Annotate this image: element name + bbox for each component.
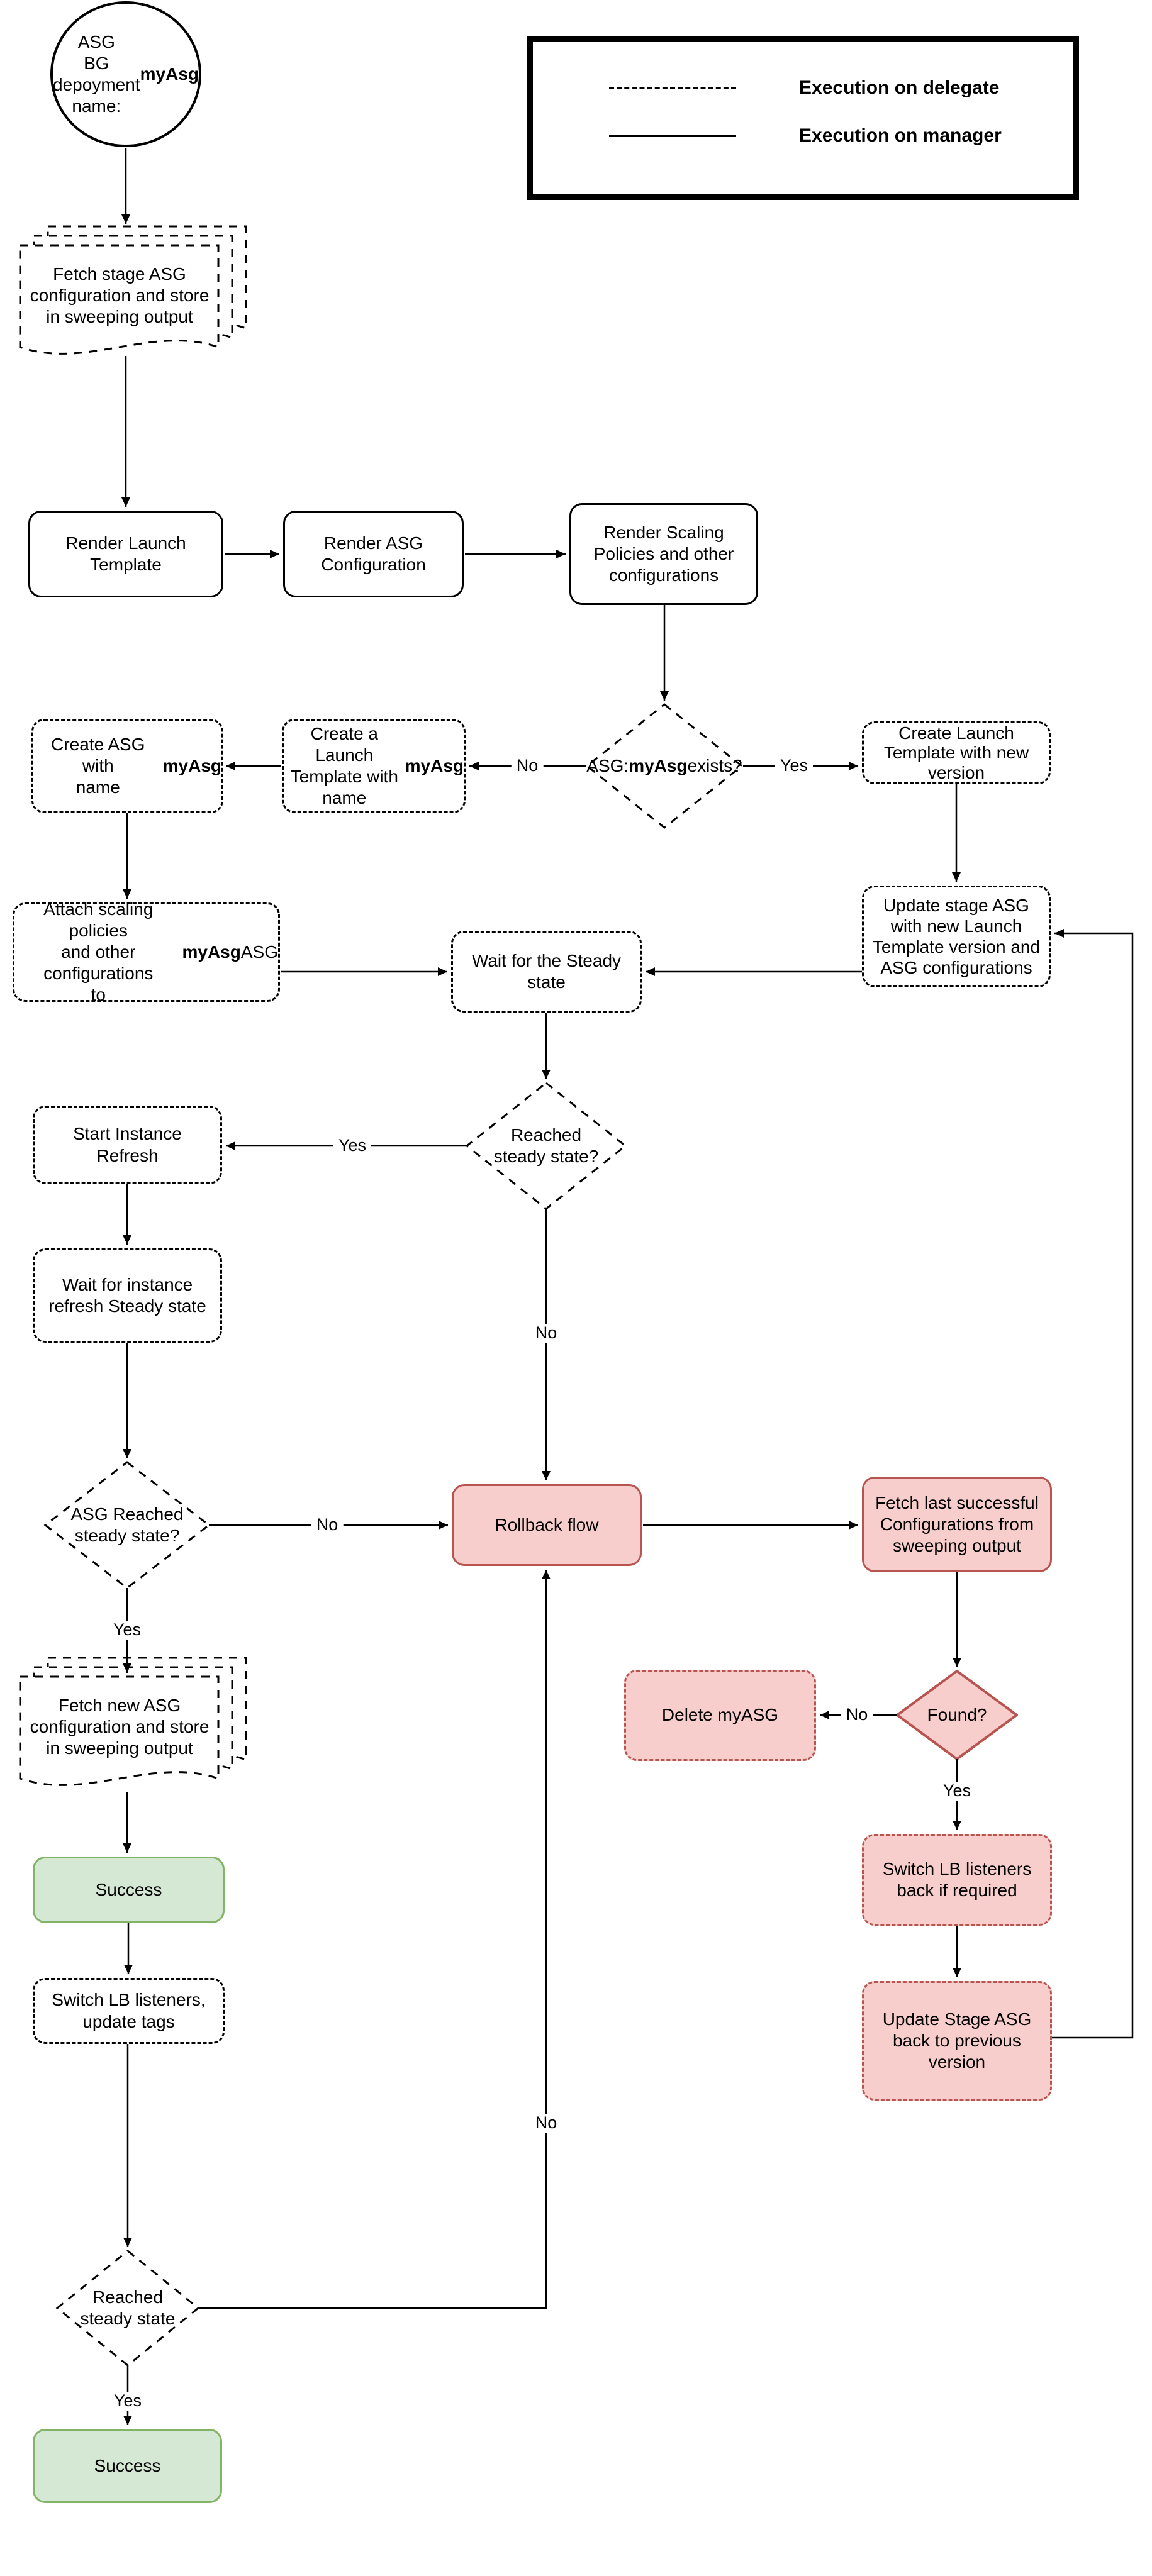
- node-fetch-stage-doc-label: Fetch stage ASG configuration and store …: [30, 264, 210, 327]
- edge-label-final-steady-no: No: [530, 2113, 562, 2133]
- node-success-switch: Success: [33, 1857, 225, 1923]
- node-start-instance-refresh: Start Instance Refresh: [33, 1106, 222, 1184]
- edge-label-found-no: No: [841, 1705, 873, 1724]
- edge-label-asg-reached-yes: Yes: [108, 1620, 147, 1640]
- legend: Execution on delegate Execution on manag…: [527, 36, 1079, 200]
- edge-label-final-steady-yes: Yes: [108, 2391, 147, 2411]
- edge-label-asg-exists-yes: Yes: [775, 756, 814, 775]
- node-create-launch-template-new: Create Launch Template with new version: [862, 721, 1051, 784]
- node-render-asg-configuration: Render ASG Configuration: [283, 511, 464, 597]
- legend-label-delegate: Execution on delegate: [799, 77, 1000, 98]
- legend-dashed-line-sample: [609, 87, 736, 89]
- edge-final-steady-no-rollback: [198, 1570, 551, 2309]
- node-attach-scaling-policies: Attach scaling policies and other config…: [13, 899, 280, 1004]
- legend-label-manager: Execution on manager: [799, 125, 1002, 146]
- node-found-label: Found?: [927, 1704, 987, 1724]
- document-fetch-stage-shape: [19, 225, 247, 355]
- decision-asg-exists-shape: [585, 703, 744, 829]
- node-update-stage-asg: Update stage ASG with new Launch Templat…: [862, 886, 1051, 987]
- node-reached-steady-label: Reached steady state?: [493, 1124, 599, 1166]
- legend-solid-line-sample: [609, 135, 736, 137]
- edge-label-asg-exists-no: No: [511, 756, 544, 775]
- edge-label-found-yes: Yes: [937, 1781, 976, 1801]
- edge-label-reached-steady-no: No: [530, 1323, 562, 1343]
- decision-asg-reached-steady-shape: [43, 1461, 211, 1589]
- node-final-steady-label: Reached steady state: [80, 2287, 176, 2328]
- node-update-stage-asg-back: Update Stage ASG back to previous versio…: [862, 1981, 1052, 2101]
- node-rollback-flow: Rollback flow: [452, 1484, 642, 1566]
- node-wait-for-steady-state: Wait for the Steady state: [451, 931, 642, 1013]
- node-asg-reached-steady-label: ASG Reached steady state?: [70, 1504, 184, 1545]
- document-fetch-new-shape: [19, 1657, 247, 1786]
- node-fetch-last-successful: Fetch last successful Configurations fro…: [862, 1477, 1052, 1572]
- node-render-launch-template: Render Launch Template: [28, 511, 223, 597]
- edge-update-back-to-update-stage: [1052, 929, 1134, 2039]
- node-switch-lb-listeners-back: Switch LB listeners back if required: [862, 1834, 1052, 1926]
- node-asg-exists-label: ASG: myAsg exists?: [586, 755, 742, 775]
- edge-label-asg-reached-no: No: [311, 1515, 344, 1535]
- node-success-final: Success: [33, 2429, 222, 2503]
- node-create-launch-template-myasg: Create a Launch Template with name myAsg: [282, 719, 466, 813]
- node-create-asg-myasg: Create ASG with name myAsg: [31, 719, 223, 813]
- node-fetch-new-doc-label: Fetch new ASG configuration and store in…: [30, 1695, 210, 1758]
- node-start: ASG BG depoyment name: myAsg: [50, 1, 201, 147]
- node-wait-instance-refresh: Wait for instance refresh Steady state: [33, 1248, 222, 1343]
- node-delete-myasg: Delete myASG: [624, 1670, 816, 1761]
- node-render-scaling-policies: Render Scaling Policies and other config…: [569, 503, 758, 605]
- node-switch-lb-listeners-tags: Switch LB listeners, update tags: [33, 1978, 225, 2044]
- edge-label-reached-steady-yes: Yes: [333, 1136, 372, 1155]
